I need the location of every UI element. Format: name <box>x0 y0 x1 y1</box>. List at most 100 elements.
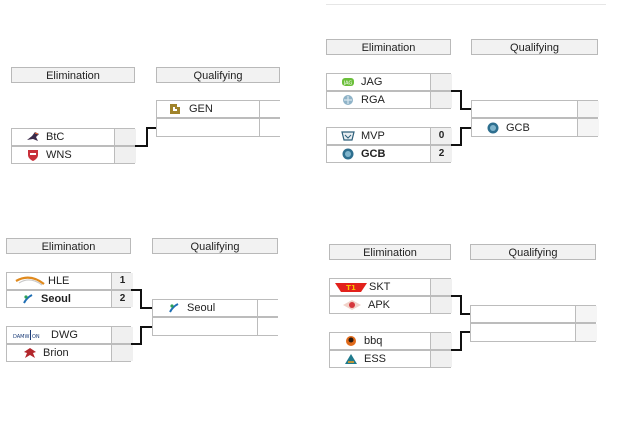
team-name: HLE <box>48 275 70 287</box>
connector <box>140 289 142 309</box>
elimination-header: Elimination <box>6 238 131 254</box>
team-row-seoul-winner[interactable]: Seoul <box>152 299 279 317</box>
svg-text:ON: ON <box>32 334 40 340</box>
score-cell <box>111 345 133 361</box>
score-cell <box>257 300 279 316</box>
top-divider <box>326 4 606 5</box>
connector <box>460 108 471 110</box>
team-name: MVP <box>361 130 385 142</box>
connector <box>140 326 142 345</box>
connector <box>460 331 462 351</box>
team-name: BtC <box>46 131 65 143</box>
team-name: bbq <box>364 335 383 347</box>
score-cell: 0 <box>430 128 452 144</box>
score-cell <box>430 74 452 90</box>
score-cell: 2 <box>430 146 452 162</box>
team-row-empty[interactable] <box>152 317 279 336</box>
connector <box>460 295 462 315</box>
qualifying-header: Qualifying <box>471 39 598 55</box>
seoul-icon <box>23 294 33 304</box>
dragon-icon <box>27 132 39 141</box>
skt-icon: T1 <box>335 283 367 292</box>
team-row-empty[interactable] <box>471 100 599 118</box>
shield-icon <box>28 150 38 161</box>
score-cell <box>259 101 281 117</box>
rga-icon <box>343 95 353 105</box>
gcb-icon <box>487 122 499 133</box>
team-row-gcb[interactable]: GCB 2 <box>326 145 452 163</box>
svg-text:T1: T1 <box>346 284 356 292</box>
team-name: GCB <box>361 148 386 160</box>
elimination-header: Elimination <box>11 67 135 83</box>
team-row-skt[interactable]: T1 SKT <box>329 278 452 296</box>
score-cell: 2 <box>111 291 133 307</box>
team-row-jag[interactable]: JAG JAG <box>326 73 452 91</box>
svg-text:JAG: JAG <box>343 81 353 87</box>
score-cell: 1 <box>111 273 133 289</box>
qualifying-header: Qualifying <box>152 238 278 254</box>
score-cell <box>577 101 599 117</box>
bbq-icon <box>346 336 356 346</box>
team-row-ess[interactable]: ESS <box>329 350 452 368</box>
team-row-gcb-winner[interactable]: GCB <box>471 118 599 137</box>
qualifying-header: Qualifying <box>470 244 596 260</box>
connector <box>460 313 470 315</box>
team-row-seoul[interactable]: Seoul 2 <box>6 290 133 308</box>
team-row-apk[interactable]: APK <box>329 296 452 314</box>
team-name: Seoul <box>187 302 216 314</box>
team-row-hle[interactable]: HLE 1 <box>6 272 133 290</box>
connector <box>451 144 461 146</box>
ess-icon <box>345 354 357 364</box>
score-cell <box>430 333 452 349</box>
score-cell <box>430 92 452 108</box>
score-cell <box>430 279 452 295</box>
connector <box>146 127 156 129</box>
score-cell <box>430 351 452 367</box>
apk-icon <box>343 300 361 310</box>
elimination-header: Elimination <box>326 39 451 55</box>
team-row-empty[interactable] <box>470 323 597 342</box>
svg-text:DAMW: DAMW <box>13 334 29 340</box>
qualifying-header: Qualifying <box>156 67 280 83</box>
score-cell <box>430 297 452 313</box>
team-row-brion[interactable]: Brion <box>6 344 133 362</box>
team-row-empty[interactable] <box>470 305 597 323</box>
team-row-wns[interactable]: WNS <box>11 146 136 164</box>
team-name: DWG <box>51 329 78 341</box>
elimination-header: Elimination <box>329 244 451 260</box>
connector <box>140 326 152 328</box>
score-cell <box>259 119 281 136</box>
team-name: GCB <box>506 121 530 134</box>
team-name: GEN <box>189 103 213 115</box>
team-row-mvp[interactable]: MVP 0 <box>326 127 452 145</box>
team-name: WNS <box>46 149 72 161</box>
connector <box>135 145 147 147</box>
team-name: RGA <box>361 94 385 106</box>
team-row-bbq[interactable]: bbq <box>329 332 452 350</box>
connector <box>460 90 462 110</box>
team-name: SKT <box>369 281 391 293</box>
connector <box>460 127 471 129</box>
hle-icon <box>15 276 45 286</box>
score-cell <box>575 306 597 322</box>
score-cell <box>114 129 136 145</box>
score-cell <box>575 324 597 341</box>
team-row-btc[interactable]: BtC <box>11 128 136 146</box>
team-row-gen[interactable]: GEN <box>156 100 281 118</box>
connector <box>451 295 461 297</box>
score-cell <box>114 147 136 163</box>
seoul-icon <box>169 303 179 313</box>
team-name: Seoul <box>41 293 71 305</box>
gen-icon <box>170 104 180 114</box>
brion-icon <box>24 348 36 358</box>
connector <box>131 289 141 291</box>
team-name: ESS <box>364 353 387 365</box>
connector <box>460 127 462 146</box>
team-row-rga[interactable]: RGA <box>326 91 452 109</box>
gcb-icon <box>342 148 354 160</box>
team-row-empty[interactable] <box>156 118 281 137</box>
connector <box>451 90 461 92</box>
team-name: Brion <box>43 347 69 359</box>
